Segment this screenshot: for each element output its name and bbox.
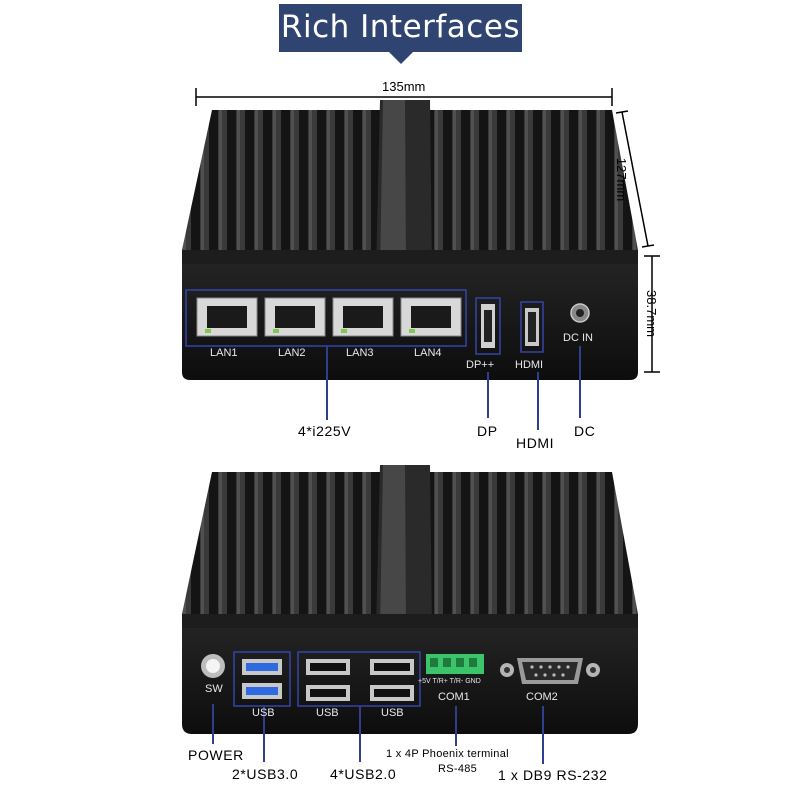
com1-pinout: +5V T/R+ T/R- GND	[418, 678, 481, 685]
port-label-dc-in: DC IN	[563, 332, 593, 344]
dimension-lines	[195, 88, 660, 373]
port-label-usb2-right: USB	[381, 707, 404, 719]
rear-device	[182, 465, 638, 734]
height-dimension: 38.7mm	[643, 290, 659, 337]
port-label-usb2-left: USB	[316, 707, 339, 719]
port-label-lan2: LAN2	[278, 347, 306, 359]
port-label-com2: COM2	[526, 691, 558, 703]
port-label-usb3: USB	[252, 707, 275, 719]
callout-dp: DP	[477, 423, 498, 439]
callout-power: POWER	[188, 747, 244, 763]
callout-db9: 1 x DB9 RS-232	[498, 767, 608, 783]
port-label-hdmi: HDMI	[515, 359, 544, 371]
callout-usb3: 2*USB3.0	[232, 766, 299, 782]
width-dimension: 135mm	[382, 79, 426, 94]
banner-pointer	[389, 52, 413, 64]
port-label-lan1: LAN1	[210, 347, 238, 359]
banner-title: Rich Interfaces	[280, 9, 521, 45]
port-label-dp: DP++	[466, 359, 495, 371]
callout-usb2: 4*USB2.0	[330, 766, 397, 782]
depth-dimension: 127mm	[614, 157, 630, 202]
port-label-lan3: LAN3	[346, 347, 374, 359]
callout-dc: DC	[574, 423, 596, 439]
port-label-sw: SW	[205, 683, 223, 695]
callout-hdmi: HDMI	[516, 435, 555, 451]
port-label-lan4: LAN4	[414, 347, 442, 359]
callout-lan: 4*i225V	[298, 423, 352, 439]
callout-rs485: RS-485	[438, 763, 478, 775]
callout-phoenix-terminal: 1 x 4P Phoenix terminal	[386, 748, 509, 760]
port-label-com1: COM1	[438, 691, 470, 703]
front-device	[182, 100, 638, 380]
title-banner: Rich Interfaces	[279, 4, 522, 52]
